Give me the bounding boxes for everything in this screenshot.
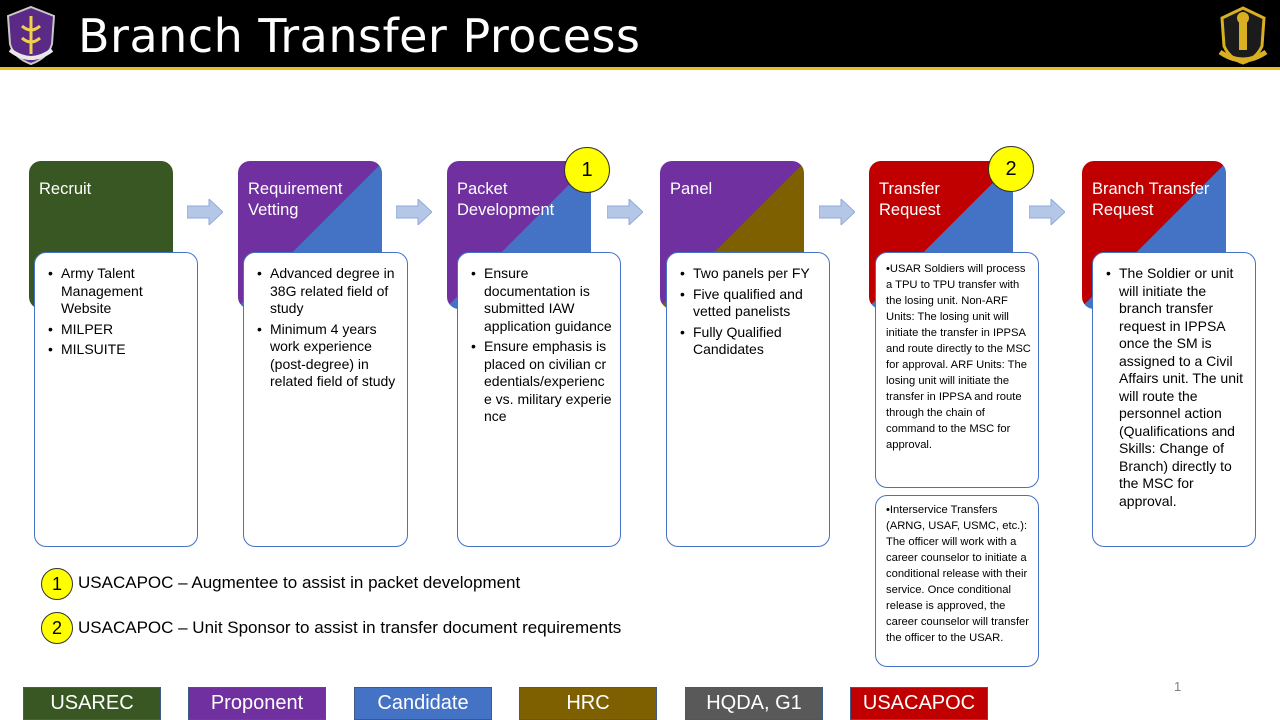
list-item: Five qualified and vetted panelists bbox=[680, 286, 821, 321]
legend-usacapoc: USACAPOC bbox=[850, 687, 988, 720]
page-title: Branch Transfer Process bbox=[78, 9, 641, 63]
step-requirement-vetting-details: Advanced degree in 38G related field of … bbox=[243, 252, 408, 547]
page-number: 1 bbox=[1174, 679, 1182, 694]
transfer-request-text: •USAR Soldiers will process a TPU to TPU… bbox=[886, 263, 1031, 451]
callout-badge-2: 2 bbox=[988, 146, 1034, 192]
interservice-transfer-text: •Interservice Transfers (ARNG, USAF, USM… bbox=[886, 504, 1030, 644]
army-crest-icon bbox=[1218, 6, 1268, 65]
legend-hrc: HRC bbox=[519, 687, 657, 720]
step-title: Transfer Request bbox=[879, 180, 941, 219]
list-item: MILPER bbox=[48, 321, 189, 339]
list-item: Fully Qualified Candidates bbox=[680, 324, 821, 359]
slide-header: Branch Transfer Process bbox=[0, 0, 1280, 70]
step-title: Requirement Vetting bbox=[248, 180, 343, 219]
step-recruit-details: Army Talent Management Website MILPER MI… bbox=[34, 252, 198, 547]
step-title: Branch Transfer Request bbox=[1092, 180, 1210, 219]
legend-candidate: Candidate bbox=[354, 687, 492, 720]
note-badge-1: 1 bbox=[41, 568, 73, 600]
step-branch-transfer-request-details: The Soldier or unit will initiate the br… bbox=[1092, 252, 1256, 547]
list-item: Two panels per FY bbox=[680, 265, 821, 283]
flow-arrow-icon bbox=[396, 199, 432, 225]
flow-arrow-icon bbox=[607, 199, 643, 225]
legend-hqda-g1: HQDA, G1 bbox=[685, 687, 823, 720]
step-panel-details: Two panels per FY Five qualified and vet… bbox=[666, 252, 830, 547]
list-item: Army Talent Management Website bbox=[48, 265, 189, 318]
legend-usarec: USAREC bbox=[23, 687, 161, 720]
callout-badge-1: 1 bbox=[564, 147, 610, 193]
list-item: Ensure emphasis is placed on civilian cr… bbox=[471, 338, 612, 426]
list-item: MILSUITE bbox=[48, 341, 189, 359]
note-text-2: USACAPOC – Unit Sponsor to assist in tra… bbox=[78, 618, 622, 637]
list-item: The Soldier or unit will initiate the br… bbox=[1106, 265, 1249, 510]
flow-arrow-icon bbox=[819, 199, 855, 225]
step-transfer-request-details: •USAR Soldiers will process a TPU to TPU… bbox=[875, 252, 1039, 488]
step-packet-development-details: Ensure documentation is submitted IAW ap… bbox=[457, 252, 621, 547]
list-item: Minimum 4 years work experience (post-de… bbox=[257, 321, 399, 391]
list-item: Ensure documentation is submitted IAW ap… bbox=[471, 265, 612, 335]
step-title: Recruit bbox=[39, 180, 92, 198]
note-text-1: USACAPOC – Augmentee to assist in packet… bbox=[78, 573, 521, 592]
flow-arrow-icon bbox=[187, 199, 223, 225]
flow-arrow-icon bbox=[1029, 199, 1065, 225]
step-title: Panel bbox=[670, 180, 713, 198]
step-interservice-transfer-details: •Interservice Transfers (ARNG, USAF, USM… bbox=[875, 495, 1039, 667]
list-item: Advanced degree in 38G related field of … bbox=[257, 265, 399, 318]
note-badge-2: 2 bbox=[41, 612, 73, 644]
step-title: Packet Development bbox=[457, 180, 555, 219]
legend-proponent: Proponent bbox=[188, 687, 326, 720]
medical-corps-insignia-icon bbox=[6, 5, 56, 66]
